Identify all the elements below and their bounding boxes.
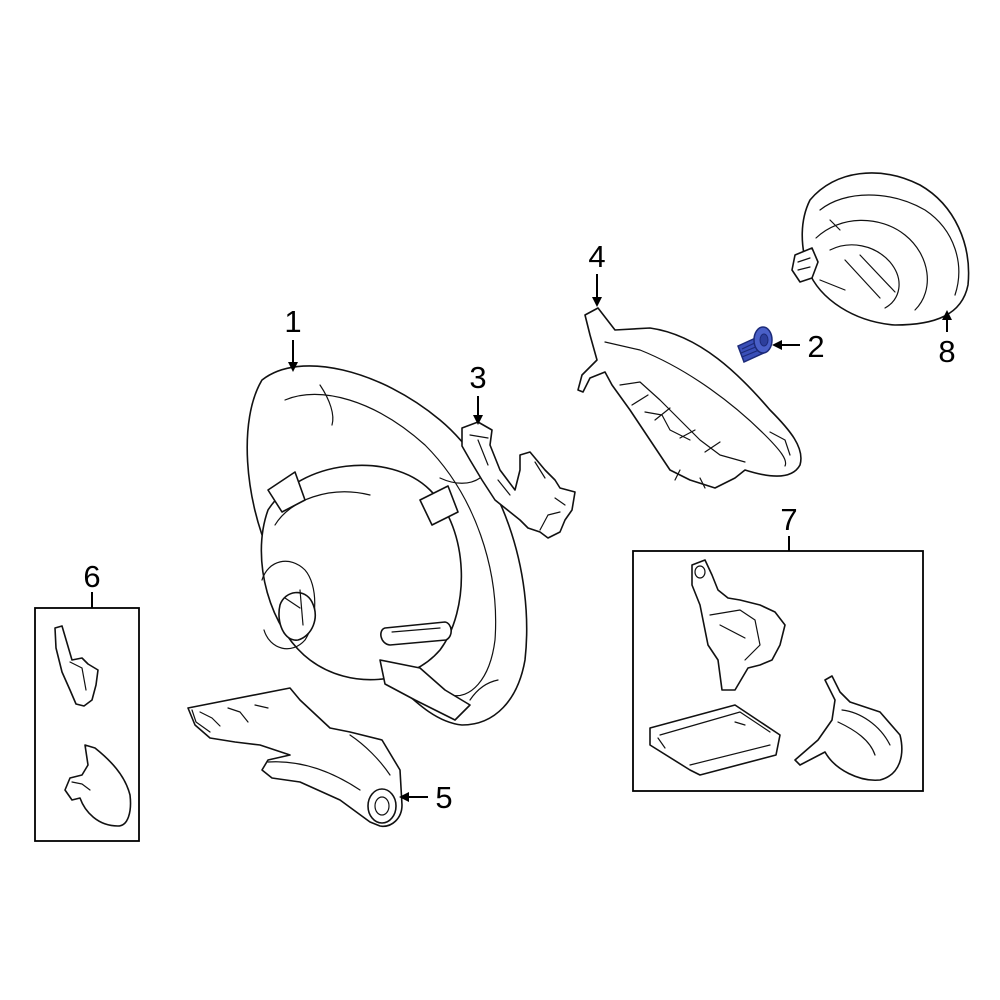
bolt-part-2 (737, 326, 773, 364)
callout-6: 6 (83, 559, 100, 594)
airbag-module-part-8 (791, 172, 970, 326)
callout-leaders (91, 274, 952, 802)
lower-cover-part-5 (187, 687, 403, 828)
callout-labels: 1 2 3 4 5 6 7 8 (83, 239, 955, 815)
callout-2: 2 (807, 329, 824, 364)
callout-8: 8 (938, 334, 955, 369)
paddle-shifters-part-6 (34, 607, 140, 842)
callout-7: 7 (780, 502, 797, 537)
callout-1: 1 (284, 304, 301, 339)
callout-3: 3 (469, 360, 486, 395)
switch-cover-part-4 (577, 307, 802, 489)
callout-5: 5 (435, 780, 452, 815)
steering-wheel-part-1 (246, 365, 528, 726)
callout-4: 4 (588, 239, 605, 274)
trim-bracket-part-3 (461, 421, 576, 539)
switch-assembly-part-7 (632, 550, 924, 792)
